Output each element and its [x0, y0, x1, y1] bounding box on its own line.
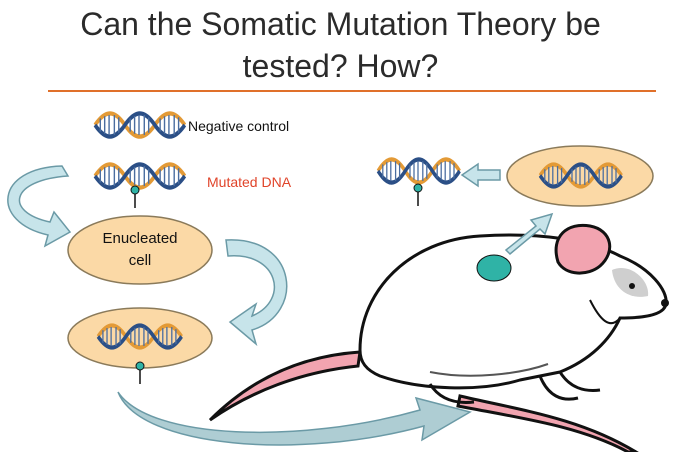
- transformed-cell-mutation-marker-icon: [135, 361, 145, 385]
- mutation-marker-icon: [130, 185, 140, 209]
- recovered-dna-mutation-marker-icon: [413, 183, 423, 207]
- slide-title-line-1: Can the Somatic Mutation Theory be: [80, 6, 601, 42]
- negative-control-dna-icon: [95, 113, 185, 136]
- arrow-tumor-to-extracted-cell: [504, 212, 554, 256]
- enucleated-cell-label-line-2: cell: [128, 252, 152, 269]
- title-divider: [48, 90, 656, 92]
- arrow-cell-to-recovered-dna: [460, 162, 501, 188]
- enucleated-cell: [67, 215, 213, 285]
- mouse-illustration: [208, 223, 669, 452]
- recovered-dna-icon: [378, 159, 460, 182]
- curved-arrow-cell-to-transformed: [225, 239, 288, 347]
- curved-arrow-dna-to-cell: [7, 165, 72, 248]
- slide-title-line-2: tested? How?: [242, 48, 439, 84]
- enucleated-cell-label-line-1: Enucleated: [102, 230, 178, 247]
- mutated-dna-icon: [95, 164, 185, 187]
- transformed-cell: [67, 307, 213, 369]
- swoosh-arrow-to-mouse: [117, 391, 472, 446]
- mutated-dna-label: Mutated DNA: [207, 174, 292, 190]
- tumor-spot: [476, 254, 512, 282]
- negative-control-label: Negative control: [188, 118, 290, 134]
- enucleated-cell-label: Enucleated cell: [68, 228, 212, 272]
